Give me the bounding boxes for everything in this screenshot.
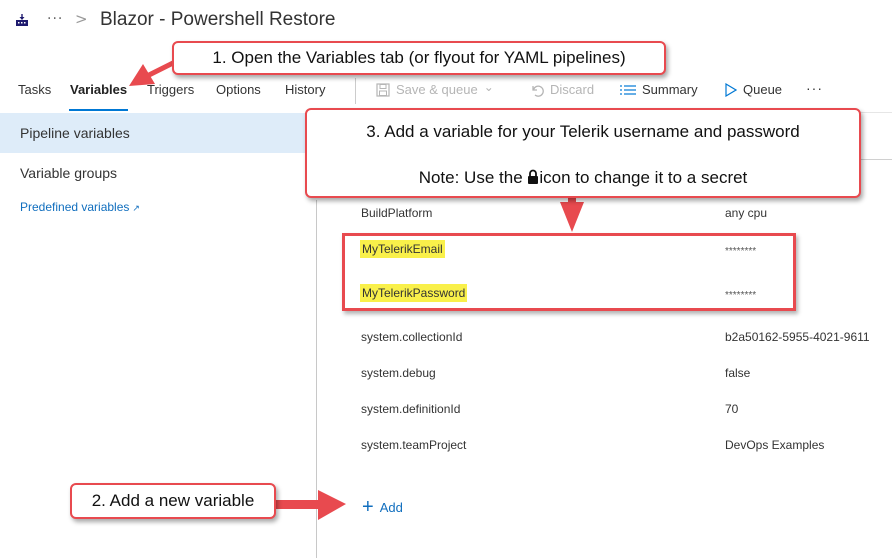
- callout-note-prefix: Note: Use the: [418, 168, 528, 187]
- variable-row[interactable]: system.definitionId 70: [361, 402, 892, 426]
- variable-value-secret[interactable]: ********: [725, 290, 757, 301]
- tab-tasks[interactable]: Tasks: [18, 82, 52, 97]
- save-and-queue-label: Save & queue: [396, 82, 478, 97]
- callout-step-1: 1. Open the Variables tab (or flyout for…: [172, 41, 666, 75]
- tab-options[interactable]: Options: [216, 82, 261, 97]
- discard-button[interactable]: Discard: [530, 82, 594, 97]
- tab-history[interactable]: History: [285, 82, 326, 97]
- predefined-variables-link[interactable]: Predefined variables↗: [20, 200, 140, 214]
- more-options-button[interactable]: ···: [806, 80, 823, 96]
- queue-button[interactable]: Queue: [725, 82, 782, 97]
- variable-row[interactable]: system.teamProject DevOps Examples: [361, 438, 892, 462]
- callout-step-3: 3. Add a variable for your Telerik usern…: [305, 108, 861, 198]
- plus-icon: +: [362, 496, 374, 518]
- variable-name[interactable]: BuildPlatform: [361, 206, 433, 220]
- variable-name[interactable]: MyTelerikPassword: [360, 284, 468, 302]
- variable-row[interactable]: system.collectionId b2a50162-5955-4021-9…: [361, 330, 892, 354]
- pipeline-build-icon: [16, 14, 28, 26]
- callout-note-suffix: icon to change it to a secret: [539, 168, 748, 187]
- list-icon: [620, 84, 636, 95]
- tab-triggers[interactable]: Triggers: [147, 82, 195, 97]
- tab-bar: Tasks Variables Triggers Options History…: [0, 76, 892, 111]
- variable-value[interactable]: DevOps Examples: [725, 438, 825, 452]
- variable-name[interactable]: system.teamProject: [361, 438, 467, 452]
- add-label: Add: [379, 499, 403, 515]
- summary-button[interactable]: Summary: [620, 82, 698, 97]
- arrow-to-telerik-vars-icon: [560, 196, 584, 232]
- breadcrumb-more-button[interactable]: ···: [47, 11, 64, 27]
- variable-row[interactable]: BuildPlatform any cpu: [361, 206, 892, 230]
- save-icon: [376, 82, 390, 97]
- variable-name[interactable]: system.debug: [361, 366, 436, 380]
- external-link-icon: ↗: [132, 203, 140, 213]
- variable-value[interactable]: b2a50162-5955-4021-9611: [725, 330, 870, 344]
- active-tab-indicator: [69, 109, 128, 111]
- highlight-box-telerik-vars: [342, 233, 796, 311]
- variable-value[interactable]: 70: [725, 402, 739, 416]
- tab-variables[interactable]: Variables: [70, 82, 128, 97]
- save-and-queue-button[interactable]: Save & queue ⌄: [376, 80, 494, 97]
- toolbar-divider: [355, 78, 356, 104]
- undo-icon: [532, 85, 544, 97]
- arrow-to-add-button-icon: [274, 490, 346, 520]
- callout-step-3-title: 3. Add a variable for your Telerik usern…: [366, 122, 800, 141]
- page-title: Blazor - Powershell Restore: [100, 9, 336, 30]
- variable-value[interactable]: false: [725, 366, 751, 380]
- variable-name[interactable]: system.collectionId: [361, 330, 463, 344]
- variable-value-secret[interactable]: ********: [725, 246, 757, 257]
- variables-sidebar: Pipeline variables Variable groups Prede…: [0, 113, 316, 558]
- summary-label: Summary: [642, 82, 698, 97]
- variable-name[interactable]: system.definitionId: [361, 402, 461, 416]
- variable-name[interactable]: MyTelerikEmail: [360, 240, 445, 258]
- discard-label: Discard: [550, 82, 595, 97]
- variable-row[interactable]: MyTelerikPassword ********: [360, 284, 892, 310]
- predefined-variables-label: Predefined variables: [20, 200, 130, 214]
- callout-step-3-note: Note: Use the icon to change it to a sec…: [307, 168, 859, 188]
- breadcrumb-chevron-icon: >: [75, 10, 88, 28]
- sidebar-item-pipeline-variables[interactable]: Pipeline variables: [0, 113, 316, 153]
- lock-icon: [528, 169, 539, 184]
- sidebar-item-variable-groups[interactable]: Variable groups: [20, 165, 118, 181]
- header: ··· > Blazor - Powershell Restore: [0, 0, 892, 46]
- add-variable-button[interactable]: + Add: [362, 496, 403, 518]
- variable-row[interactable]: MyTelerikEmail ********: [360, 240, 892, 266]
- callout-step-2: 2. Add a new variable: [70, 483, 276, 519]
- variable-value[interactable]: any cpu: [725, 206, 768, 220]
- queue-label: Queue: [743, 82, 783, 97]
- chevron-down-icon: ⌄: [483, 80, 494, 94]
- panel-divider: [316, 200, 317, 558]
- play-icon: [725, 82, 737, 97]
- variable-row[interactable]: system.debug false: [361, 366, 892, 390]
